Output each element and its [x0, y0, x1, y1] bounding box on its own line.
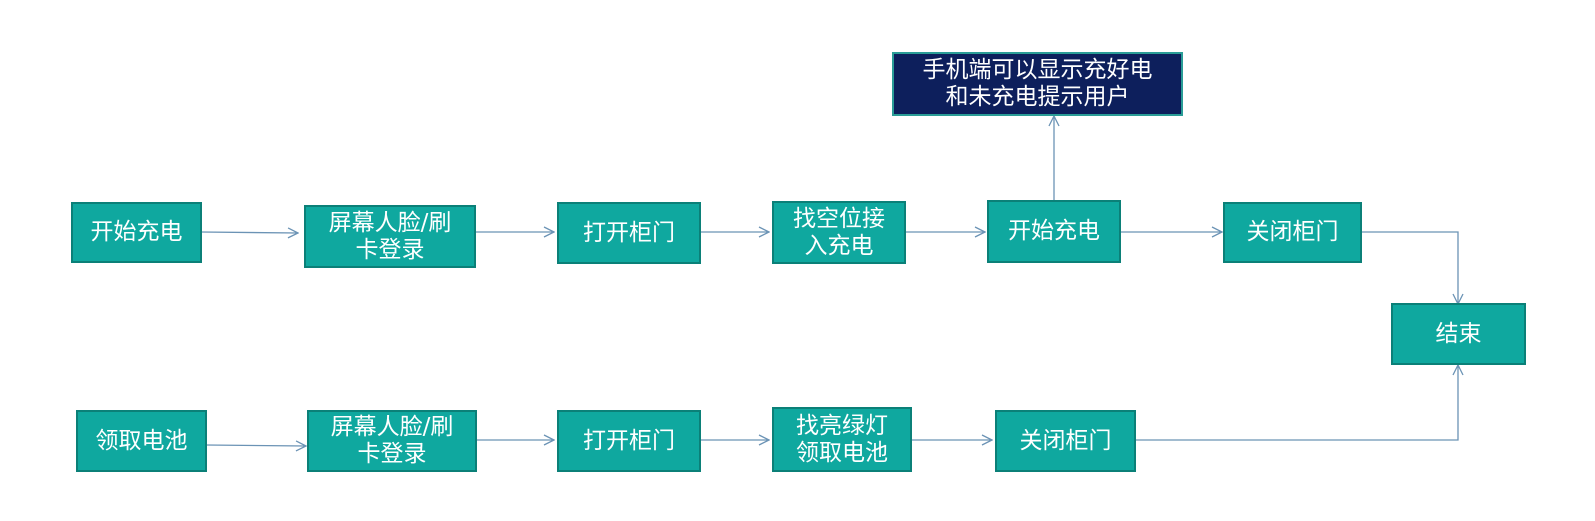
- arrow-r1-start-to-login: [200, 232, 298, 233]
- arrow-r2-start-to-login: [205, 445, 306, 446]
- node-r1-start-charging: 开始充电: [71, 202, 202, 263]
- node-r2-face-card-login: 屏幕人脸/刷 卡登录: [307, 410, 477, 472]
- node-r1-open-cabinet: 打开柜门: [557, 202, 701, 264]
- node-r1-find-slot: 找空位接 入充电: [772, 201, 906, 264]
- node-r2-open-cabinet: 打开柜门: [557, 410, 701, 472]
- node-r2-close-cabinet: 关闭柜门: [995, 410, 1136, 472]
- node-r2-collect-battery: 领取电池: [76, 410, 207, 472]
- node-r1-close-cabinet: 关闭柜门: [1223, 202, 1362, 263]
- node-end: 结束: [1391, 303, 1526, 365]
- arrow-r1-close-to-end: [1362, 231, 1458, 304]
- node-r2-find-green-light: 找亮绿灯 领取电池: [772, 407, 912, 472]
- node-r1-charging-begins: 开始充电: [987, 200, 1121, 263]
- node-phone-notification: 手机端可以显示充好电 和未充电提示用户: [892, 52, 1183, 116]
- arrow-r2-close-to-end: [1136, 365, 1458, 441]
- node-r1-face-card-login: 屏幕人脸/刷 卡登录: [304, 205, 476, 268]
